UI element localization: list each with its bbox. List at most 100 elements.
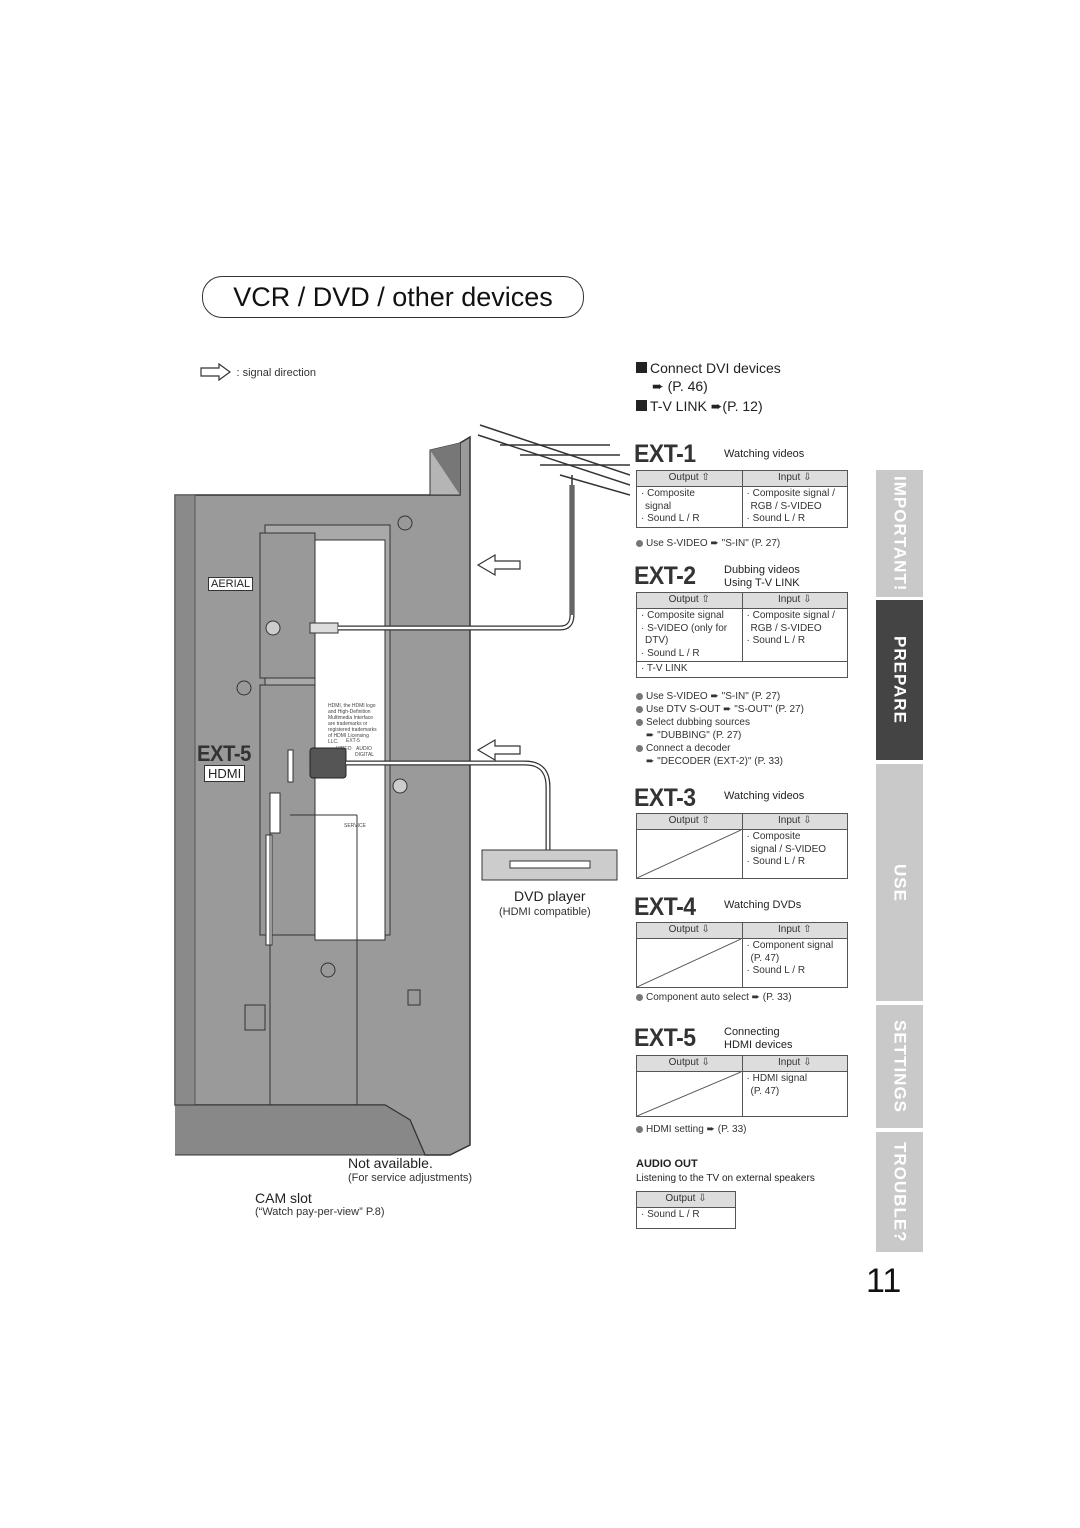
connect-dvi-page: (P. 46): [667, 378, 708, 394]
cam-slot: [265, 834, 273, 946]
arrow-icon: ➨: [706, 1124, 715, 1135]
antenna-icon: [477, 424, 630, 615]
not-available-label: Not available.: [348, 1155, 433, 1171]
ext5-note: HDMI setting ➨ (P. 33): [636, 1123, 746, 1136]
ext5-output-cell-empty: [636, 1071, 743, 1117]
aerial-panel: [259, 532, 316, 679]
audio-out-desc: Listening to the TV on external speakers: [636, 1173, 815, 1184]
arrow-up-icon: ⇧: [701, 472, 710, 483]
bullet-icon: [636, 705, 643, 713]
arrow-icon: ➨: [646, 756, 655, 767]
service-port: [269, 792, 281, 834]
tvlink-label: T-V LINK: [650, 398, 707, 414]
cam-slot-label: CAM slot: [255, 1190, 312, 1206]
arrow-icon: ➨: [723, 704, 732, 715]
aerial-cable-inner: [338, 485, 574, 630]
output-header: Output ⇧: [636, 470, 743, 487]
ext5-diagram-label: EXT-5: [197, 741, 251, 766]
aerial-socket: [265, 620, 281, 636]
arrow-icon: ➨: [646, 730, 655, 741]
tv-base: [175, 1104, 426, 1156]
panel-video: VIDEO: [336, 746, 352, 752]
arrow-down-icon: ⇩: [803, 594, 812, 605]
ext3-desc: Watching videos: [724, 790, 805, 802]
ext2-table: Output ⇧ Input ⇩ · Composite signal· S-V…: [636, 592, 848, 678]
legend-text: : signal direction: [236, 367, 316, 380]
bullet-icon: [636, 993, 643, 1001]
arrow-up-icon: ⇧: [701, 815, 710, 826]
tab-trouble[interactable]: TROUBLE?: [876, 1132, 923, 1252]
output-header: Output ⇩: [636, 922, 743, 939]
audio-out-cell: · Sound L / R: [636, 1207, 736, 1229]
output-header: Output ⇧: [636, 813, 743, 830]
screw: [397, 515, 413, 531]
ext1-note: Use S-VIDEO ➨ "S-IN" (P. 27): [636, 537, 780, 550]
bullet-icon: [636, 692, 643, 700]
tab-settings[interactable]: SETTINGS: [876, 1005, 923, 1128]
aerial-label: AERIAL: [208, 577, 254, 591]
tv-side: [174, 494, 196, 1106]
hdmi-plug: [309, 747, 347, 779]
tv-top-edge: [175, 442, 461, 496]
clip: [407, 989, 421, 1006]
ext1-input-cell: · Composite signal / RGB / S-VIDEO· Soun…: [741, 486, 848, 528]
bullet-icon: [636, 539, 643, 547]
ext1-table: Output ⇧ Input ⇩ · Composite signal· Sou…: [636, 470, 848, 528]
ext5-input-cell: · HDMI signal (P. 47): [741, 1071, 848, 1117]
connection-diagram: [174, 424, 630, 1156]
hdmi-compatible-label: (HDMI compatible): [499, 906, 591, 918]
panel-service: SERVICE: [344, 823, 366, 829]
aerial-plug: [309, 622, 339, 634]
square-bullet-icon: [636, 400, 647, 411]
tab-important[interactable]: IMPORTANT!: [876, 470, 923, 597]
signal-direction-legend: : signal direction: [200, 362, 316, 382]
watch-ppv-label: (“Watch pay-per-view” P.8): [255, 1206, 385, 1218]
tvlink-heading: T-V LINK ➨(P. 12): [636, 398, 763, 415]
hdmi-cable-inner: [346, 761, 550, 850]
audio-out-table: Output ⇩ · Sound L / R: [636, 1191, 736, 1229]
tab-use[interactable]: USE: [876, 764, 923, 1001]
arrow-icon: ➨: [710, 398, 723, 414]
dvd-player-label: DVD player: [514, 888, 586, 904]
ext1-desc: Watching videos: [724, 448, 805, 460]
arrow-icon: ➨: [710, 538, 719, 549]
ext5-heading: EXT-5: [634, 1024, 696, 1052]
input-header: Input ⇩: [741, 1055, 848, 1072]
diagonal-slash: [637, 939, 741, 987]
arrow-down-icon: ⇩: [803, 1057, 812, 1068]
arrow-icon: ➨: [652, 378, 664, 394]
ext2-heading: EXT-2: [634, 562, 696, 590]
screw: [236, 680, 252, 696]
input-header: Input ⇩: [741, 813, 848, 830]
ext4-input-cell: · Component signal (P. 47)· Sound L / R: [741, 938, 848, 988]
ext2-notes: Use S-VIDEO ➨ "S-IN" (P. 27) Use DTV S-O…: [636, 690, 804, 768]
arrow-icon: ➨: [710, 691, 719, 702]
ext5-table: Output ⇩ Input ⇩ · HDMI signal (P. 47): [636, 1055, 848, 1117]
audio-out-heading: AUDIO OUT: [636, 1158, 698, 1170]
connect-dvi-heading: Connect DVI devices: [636, 360, 781, 376]
arrow-icon: ➨: [751, 992, 761, 1003]
input-header: Input ⇩: [741, 470, 848, 487]
panel-ext5: EXT-5: [346, 738, 360, 744]
connect-dvi-ref: ➨ (P. 46): [652, 378, 708, 395]
input-header: Input ⇩: [741, 592, 848, 609]
screw: [320, 962, 336, 978]
ext5-desc2: HDMI devices: [724, 1039, 793, 1051]
ext2-output-cell: · Composite signal· S-VIDEO (only for DT…: [636, 608, 743, 662]
tv-corner: [430, 443, 460, 495]
ext4-output-cell-empty: [636, 938, 743, 988]
connect-dvi-label: Connect DVI devices: [650, 360, 781, 376]
ext4-note: Component auto select ➨ (P. 33): [636, 991, 792, 1004]
ext1-heading: EXT-1: [634, 440, 696, 468]
panel-text: HDMI, the HDMI logo and High-Definition …: [328, 703, 377, 745]
label-plate: [314, 539, 386, 941]
arrow-right-icon: [200, 362, 232, 382]
page-number: 11: [866, 1262, 902, 1300]
ext1-output-cell: · Composite signal· Sound L / R: [636, 486, 743, 528]
ext3-table: Output ⇧ Input ⇩ · Composite signal / S-…: [636, 813, 848, 879]
tab-prepare[interactable]: PREPARE: [876, 600, 923, 760]
arrow-up-icon: ⇧: [701, 594, 710, 605]
ext3-output-cell-empty: [636, 829, 743, 879]
ext3-heading: EXT-3: [634, 784, 696, 812]
output-header: Output ⇧: [636, 592, 743, 609]
